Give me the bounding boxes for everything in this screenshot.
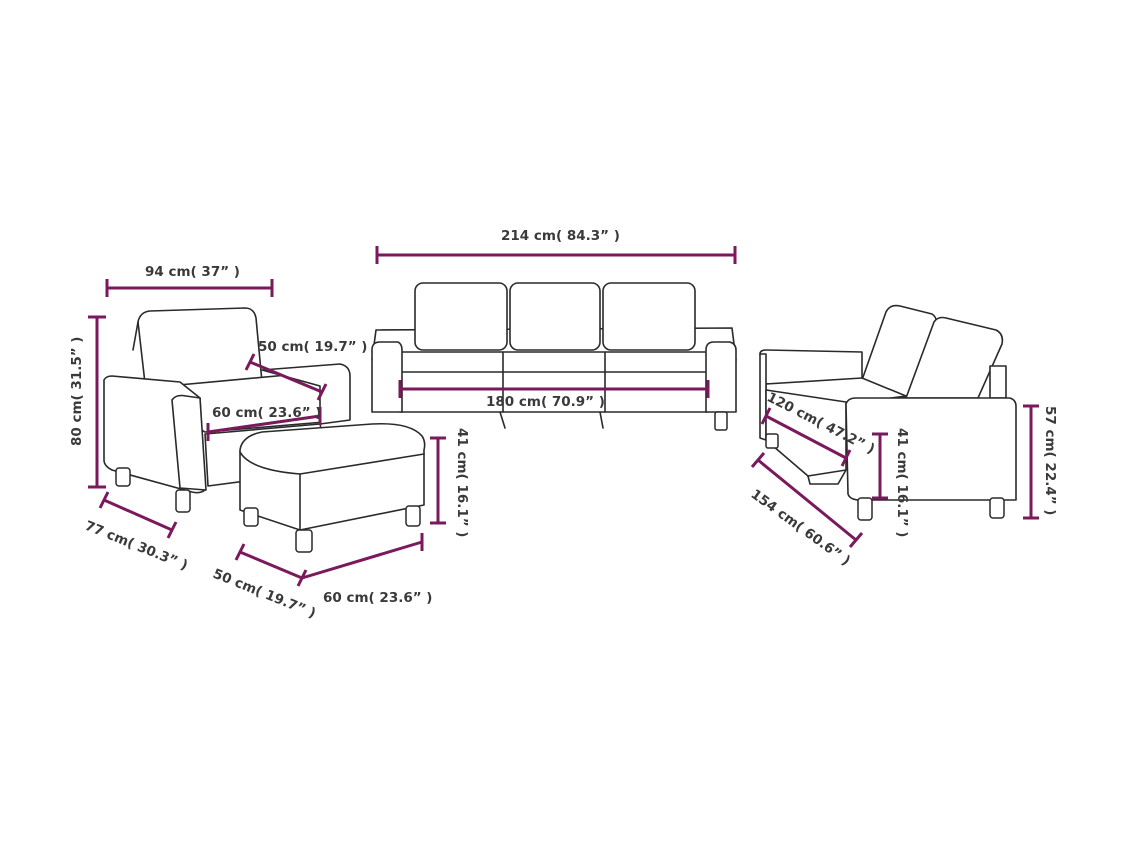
two-seater-drawing <box>759 304 1017 521</box>
footstool-width-label: 60 cm( 23.6” ) <box>323 590 432 606</box>
two-seater-width-label: 154 cm( 60.6” ) <box>748 486 854 569</box>
armchair-seat-width-label: 60 cm( 23.6” ) <box>212 405 321 421</box>
dimension-labels: 94 cm( 37” ) 80 cm( 31.5” ) 77 cm( 30.3”… <box>69 228 1058 622</box>
armchair-height-label: 80 cm( 31.5” ) <box>69 337 85 446</box>
armchair-seat-depth-label: 50 cm( 19.7” ) <box>258 339 367 355</box>
two-seater-seat-height-label: 41 cm( 16.1” ) <box>894 428 910 537</box>
three-seater-width-label: 214 cm( 84.3” ) <box>501 228 620 244</box>
armchair-width-label: 94 cm( 37” ) <box>145 264 240 280</box>
three-seater-seat-width-label: 180 cm( 70.9” ) <box>486 394 605 410</box>
dimension-lines <box>88 246 1039 587</box>
footstool-depth-label: 50 cm( 19.7” ) <box>211 566 319 622</box>
two-seater-height-label: 57 cm( 22.4” ) <box>1042 406 1058 515</box>
footstool-height-label: 41 cm( 16.1” ) <box>454 428 470 537</box>
footstool-drawing <box>239 422 426 553</box>
three-seater-drawing <box>371 282 737 431</box>
